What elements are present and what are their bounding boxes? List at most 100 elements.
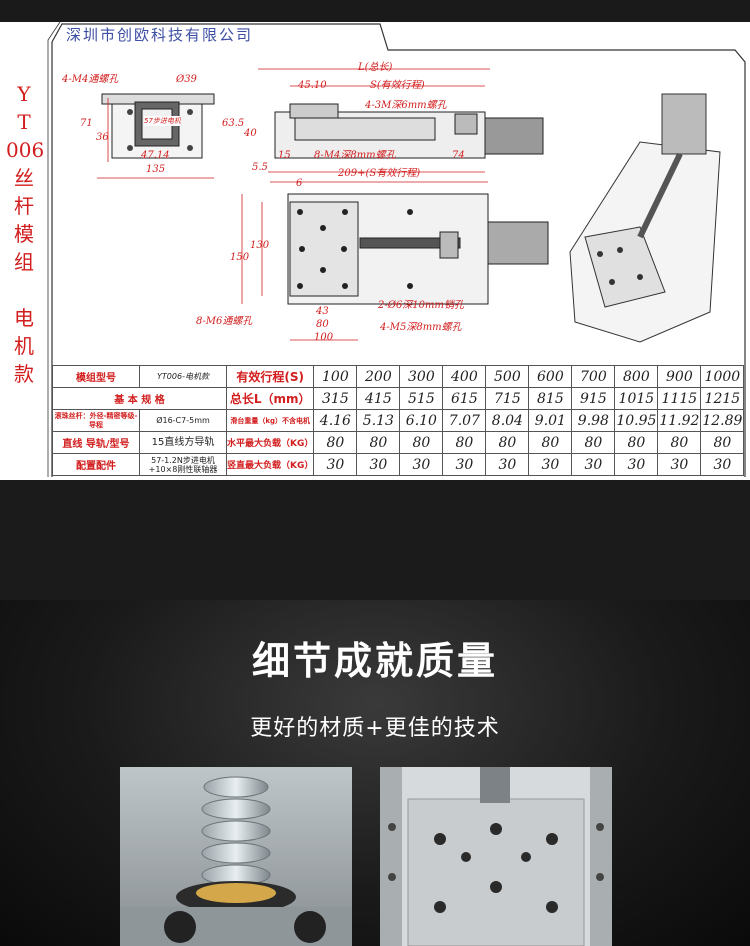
- table-cell: 80: [657, 431, 702, 454]
- dim-pin-holes: 2-Ø6深10mm销孔: [378, 300, 464, 311]
- table-cell: 100: [313, 365, 358, 388]
- dim-m6-holes: 8-M6通螺孔: [196, 316, 253, 327]
- table-cell: 30: [657, 453, 702, 476]
- dim-w5: 5.5: [252, 162, 268, 173]
- detail-section: 细节成就质量 更好的材质+更佳的技术: [0, 600, 750, 946]
- dim-w15: 15: [278, 150, 291, 161]
- table-row: 滚珠丝杆：外径-精密等级-导程 Ø16-C7-5mm 滑台重量（kg）不含电机 …: [52, 409, 745, 432]
- table-cell: 515: [399, 387, 444, 410]
- table-cell: 80: [614, 431, 659, 454]
- table-cell: 315: [313, 387, 358, 410]
- table-cell: 30: [399, 453, 444, 476]
- table-cell: 400: [442, 365, 487, 388]
- table-cell: 80: [571, 431, 616, 454]
- row-label: 滑台重量（kg）不含电机: [225, 409, 315, 432]
- model-value: YT006-电机款: [139, 365, 227, 388]
- dim-m5-holes: 4-M5深8mm螺孔: [380, 322, 462, 333]
- table-cell: 7.07: [442, 409, 487, 432]
- table-cell: 1015: [614, 387, 659, 410]
- slide-table-photo: [380, 767, 612, 946]
- isometric-view-drawing: [569, 93, 721, 343]
- table-cell: 80: [700, 431, 745, 454]
- dim-w135: 135: [146, 164, 166, 175]
- table-cell: 6.10: [399, 409, 444, 432]
- rail-label: 直线 导轨/型号: [52, 431, 140, 454]
- table-cell: 800: [614, 365, 659, 388]
- table-cell: 30: [528, 453, 573, 476]
- top-dark-strip: [0, 0, 750, 22]
- config-label: 配置配件: [52, 453, 140, 476]
- row-label: 总长L（mm）: [225, 387, 315, 410]
- table-cell: 80: [485, 431, 530, 454]
- table-cell: 80: [313, 431, 358, 454]
- table-cell: 80: [356, 431, 401, 454]
- dim-w45: 45.10: [298, 80, 327, 91]
- model-label: 模组型号: [52, 365, 140, 388]
- row-label: 有效行程(S): [225, 365, 315, 388]
- table-cell: 1215: [700, 387, 745, 410]
- dim-stroke: S(有效行程): [370, 80, 425, 91]
- dim-w6: 6: [296, 178, 303, 189]
- dim-h63: 63.5: [222, 118, 245, 129]
- dim-w100: 100: [314, 332, 334, 343]
- dim-w80: 80: [316, 319, 329, 330]
- table-cell: 30: [485, 453, 530, 476]
- table-cell: 415: [356, 387, 401, 410]
- table-row: 模组型号 YT006-电机款 有效行程(S) 100 200 300 400 5…: [52, 365, 745, 388]
- table-cell: 9.01: [528, 409, 573, 432]
- table-cell: 80: [399, 431, 444, 454]
- table-cell: 1115: [657, 387, 702, 410]
- company-name: 深圳市创欧科技有限公司: [66, 26, 254, 44]
- table-cell: 30: [700, 453, 745, 476]
- dim-front-holes: 4-M4通螺孔: [62, 74, 119, 85]
- table-cell: 11.92: [657, 409, 702, 432]
- table-cell: 9.98: [571, 409, 616, 432]
- config-value: 57-1.2N步进电机+10×8刚性联轴器: [139, 453, 227, 476]
- table-row: 配置配件 57-1.2N步进电机+10×8刚性联轴器 竖直最大负载（KG） 30…: [52, 453, 745, 476]
- table-cell: 700: [571, 365, 616, 388]
- table-cell: 8.04: [485, 409, 530, 432]
- basic-spec-label: 基 本 规 格: [52, 387, 227, 410]
- dim-h150: 150: [230, 252, 250, 263]
- table-cell: 1000: [700, 365, 745, 388]
- dark-gap: [0, 480, 750, 600]
- dim-top-holes: 4-3M深6mm螺孔: [365, 100, 447, 111]
- table-cell: 30: [571, 453, 616, 476]
- table-cell: 30: [313, 453, 358, 476]
- dim-diameter: Ø39: [176, 74, 197, 85]
- dim-h36: 36: [96, 132, 109, 143]
- table-cell: 30: [356, 453, 401, 476]
- table-cell: 10.95: [614, 409, 659, 432]
- table-cell: 815: [528, 387, 573, 410]
- table-cell: 80: [528, 431, 573, 454]
- dim-w74: 74: [452, 150, 465, 161]
- table-cell: 4.16: [313, 409, 358, 432]
- dim-w47: 47.14: [141, 150, 170, 161]
- table-cell: 915: [571, 387, 616, 410]
- table-cell: 12.89: [700, 409, 745, 432]
- row-label: 水平最大负载（KG）: [225, 431, 315, 454]
- table-cell: 30: [442, 453, 487, 476]
- rail-value: 15直线方导轨: [139, 431, 227, 454]
- ball-screw-photo: [120, 767, 352, 946]
- side-view-drawing: [258, 68, 544, 173]
- table-row: 直线 导轨/型号 15直线方导轨 水平最大负载（KG） 80 80 80 80 …: [52, 431, 745, 454]
- dim-w43: 43: [316, 306, 329, 317]
- screw-label: 滚珠丝杆：外径-精密等级-导程: [52, 409, 140, 432]
- dim-total-length: L(总长): [358, 62, 393, 73]
- top-view-drawing: [241, 181, 549, 341]
- table-cell: 5.13: [356, 409, 401, 432]
- screw-value: Ø16-C7-5mm: [139, 409, 227, 432]
- table-cell: 80: [442, 431, 487, 454]
- sheet-frame: [47, 22, 746, 477]
- detail-subline: 更好的材质+更佳的技术: [250, 716, 500, 741]
- row-label: 竖直最大负载（KG）: [225, 453, 315, 476]
- dim-h40: 40: [244, 128, 257, 139]
- table-cell: 300: [399, 365, 444, 388]
- table-cell: 900: [657, 365, 702, 388]
- motor-tag: 57步进电机: [144, 116, 181, 126]
- dim-side-holes: 8-M4深8mm螺孔: [314, 150, 396, 161]
- spec-table: 模组型号 YT006-电机款 有效行程(S) 100 200 300 400 5…: [52, 365, 745, 476]
